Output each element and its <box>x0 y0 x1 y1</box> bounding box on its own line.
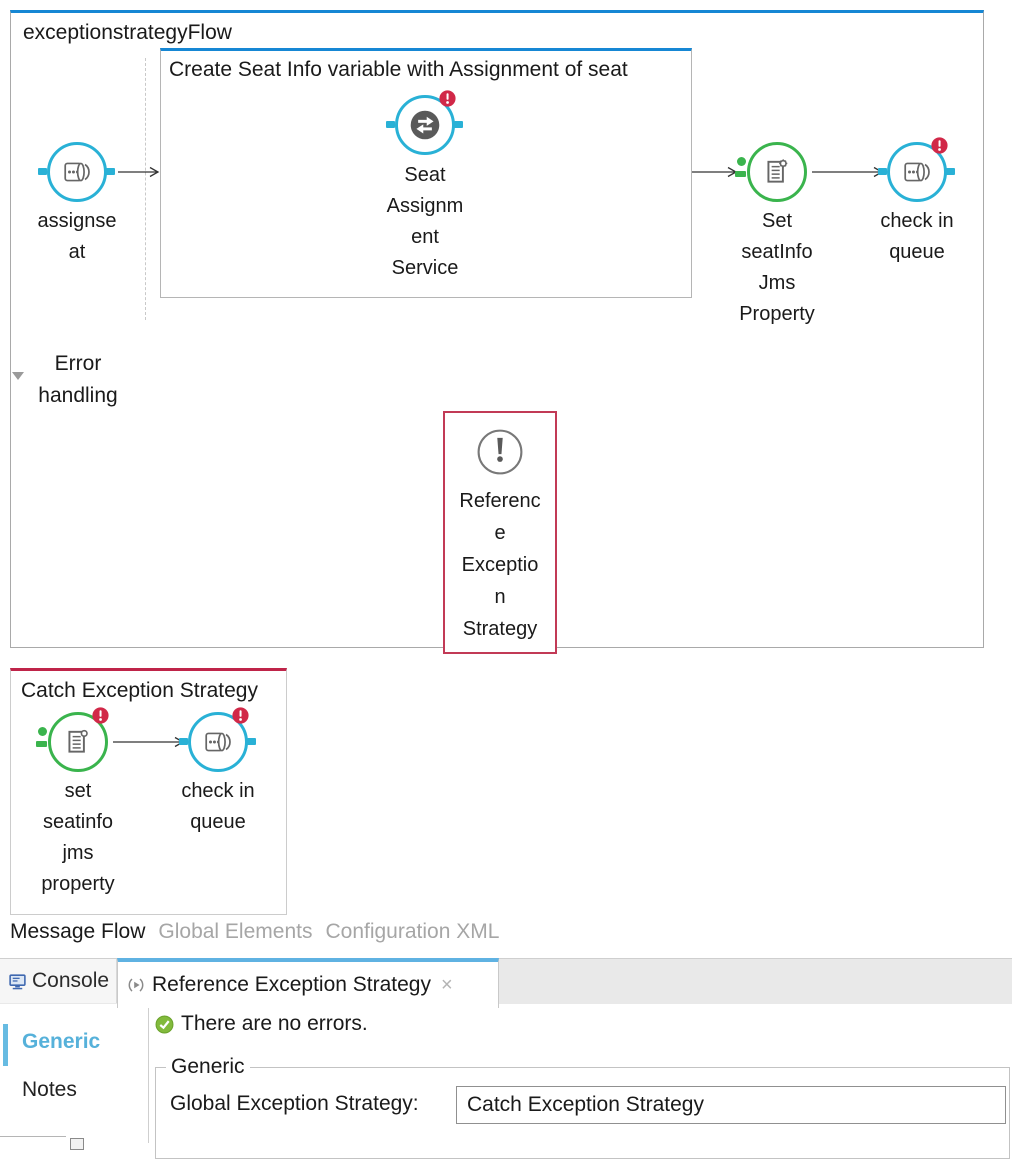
flow-reference-icon <box>410 110 440 140</box>
close-icon[interactable]: × <box>441 973 453 996</box>
node-reference-exception-strategy[interactable]: Referenc e Exceptio n Strategy <box>443 411 557 654</box>
node-catch-set-seatinfo-label: set seatinfo jms property <box>41 780 115 895</box>
sidebar-item-notes[interactable]: Notes <box>22 1078 77 1101</box>
scope-title: Create Seat Info variable with Assignmen… <box>169 58 628 81</box>
error-handling-label: Error handling <box>38 352 118 407</box>
endpoint-nub <box>946 168 955 175</box>
flow-source-divider <box>145 58 146 320</box>
endpoint-nub <box>454 121 463 128</box>
flow-arrow <box>692 166 738 178</box>
node-check-in-queue-label: check in queue <box>880 210 954 263</box>
sidebar-active-indicator <box>3 1024 8 1066</box>
sidebar-bottom-divider <box>0 1136 66 1137</box>
node-seat-assignment-icon[interactable] <box>395 95 455 155</box>
global-exception-strategy-label: Global Exception Strategy: <box>170 1092 419 1115</box>
tab-reference-exception-strategy-label: Reference Exception Strategy <box>152 973 431 996</box>
connector-dash <box>735 171 746 177</box>
status-no-errors: There are no errors. <box>181 1012 368 1035</box>
console-icon <box>9 973 26 989</box>
panel-sidebar-divider <box>148 1008 149 1143</box>
connector-dot <box>737 157 746 166</box>
tab-message-flow[interactable]: Message Flow <box>10 920 146 943</box>
endpoint-nub <box>38 168 47 175</box>
node-set-seatinfo-label: Set seatInfo Jms Property <box>739 210 815 325</box>
sidebar-item-generic[interactable]: Generic <box>22 1030 101 1053</box>
flow-title: exceptionstrategyFlow <box>23 21 232 44</box>
endpoint-nub <box>106 168 115 175</box>
node-assignseat-jms-icon[interactable] <box>47 142 107 202</box>
endpoint-nub <box>878 168 887 175</box>
tab-reference-exception-strategy[interactable]: Reference Exception Strategy × <box>117 958 499 1008</box>
node-catch-check-in-queue-label: check in queue <box>181 780 255 833</box>
properties-tab-icon <box>128 978 144 992</box>
partial-control <box>70 1138 84 1150</box>
flow-arrow <box>113 736 185 748</box>
error-badge-icon <box>232 707 249 724</box>
flow-arrow <box>812 166 884 178</box>
global-exception-strategy-input[interactable] <box>456 1086 1006 1124</box>
editor-view-tabs: Message Flow Global Elements Configurati… <box>10 920 499 944</box>
collapse-triangle-icon[interactable] <box>12 372 24 380</box>
jms-queue-icon <box>205 732 231 752</box>
message-properties-icon <box>68 729 88 753</box>
tab-console-label: Console <box>32 969 110 992</box>
endpoint-nub <box>247 738 256 745</box>
tab-configuration-xml[interactable]: Configuration XML <box>325 920 500 943</box>
generic-group-legend: Generic <box>166 1055 250 1079</box>
error-badge-icon <box>92 707 109 724</box>
message-properties-icon <box>767 159 788 183</box>
node-reference-exception-label: Referenc e Exceptio n Strategy <box>459 490 541 640</box>
catch-exception-strategy-title: Catch Exception Strategy <box>21 679 258 702</box>
node-set-seatinfo-icon[interactable] <box>747 142 807 202</box>
exception-strategy-icon <box>477 429 523 475</box>
endpoint-nub <box>386 121 395 128</box>
connector-dash <box>36 741 47 747</box>
no-errors-check-icon <box>155 1015 174 1034</box>
error-badge-icon <box>931 137 948 154</box>
connector-dot <box>38 727 47 736</box>
tab-console[interactable]: Console <box>0 959 117 1003</box>
jms-queue-icon <box>904 162 930 182</box>
tab-global-elements[interactable]: Global Elements <box>158 920 313 943</box>
node-assignseat-label: assignse at <box>37 210 117 263</box>
jms-queue-icon <box>64 162 90 182</box>
error-badge-icon <box>439 90 456 107</box>
node-seat-assignment-label: Seat Assignm ent Service <box>386 164 464 279</box>
flow-arrow <box>118 166 160 178</box>
endpoint-nub <box>179 738 188 745</box>
scope-create-seat-info[interactable]: Create Seat Info variable with Assignmen… <box>160 48 692 298</box>
